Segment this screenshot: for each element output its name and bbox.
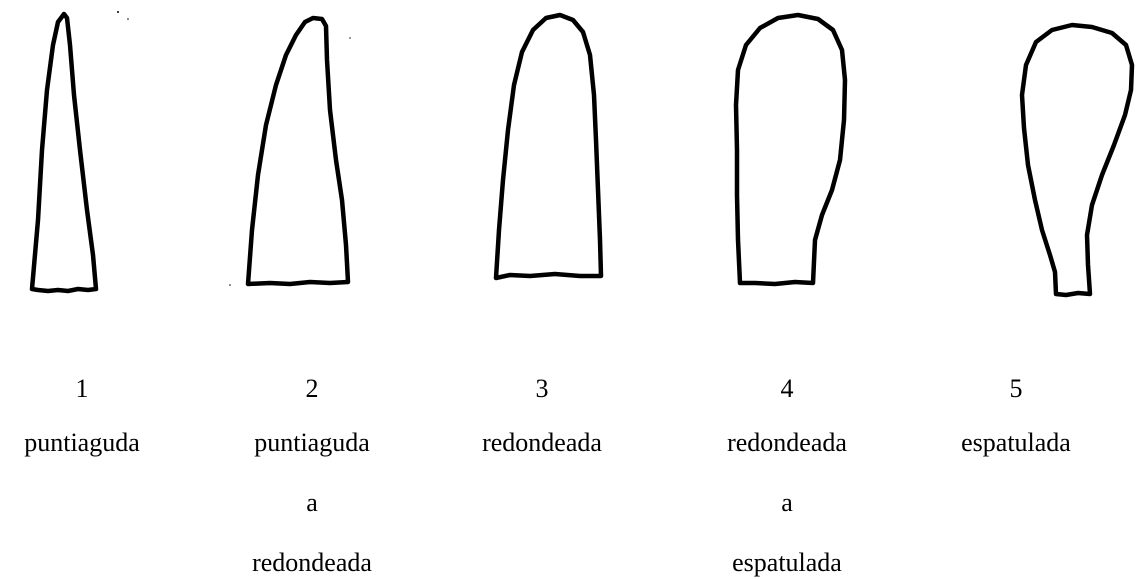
shape-4-rounded-to-spatulate — [736, 15, 845, 284]
label-group-2: 2 puntiaguda a redondeada — [222, 372, 402, 580]
figure-label-line: puntiaguda — [0, 426, 172, 460]
figure-number: 4 — [697, 372, 877, 406]
figure-label-line: espatulada — [697, 546, 877, 580]
figure-number: 5 — [926, 372, 1106, 406]
figure-label-line: a — [697, 486, 877, 520]
figure-label-line: espatulada — [926, 426, 1106, 460]
label-group-1: 1 puntiaguda — [0, 372, 172, 460]
figure-label-line: a — [222, 486, 402, 520]
label-group-3: 3 redondeada — [452, 372, 632, 460]
figure-number: 3 — [452, 372, 632, 406]
figure-label-line: redondeada — [222, 546, 402, 580]
tip-shapes-diagram — [0, 0, 1137, 562]
figure-label-line: puntiaguda — [222, 426, 402, 460]
shape-5-spatulate — [1022, 25, 1132, 295]
label-group-5: 5 espatulada — [926, 372, 1106, 460]
shape-3-rounded — [496, 15, 601, 278]
figure-number: 1 — [0, 372, 172, 406]
shape-1-pointed — [32, 14, 96, 291]
figure-label-line: redondeada — [452, 426, 632, 460]
label-group-4: 4 redondeada a espatulada — [697, 372, 877, 580]
shape-2-pointed-to-rounded — [248, 18, 348, 284]
figure-label-line: redondeada — [697, 426, 877, 460]
figure-number: 2 — [222, 372, 402, 406]
